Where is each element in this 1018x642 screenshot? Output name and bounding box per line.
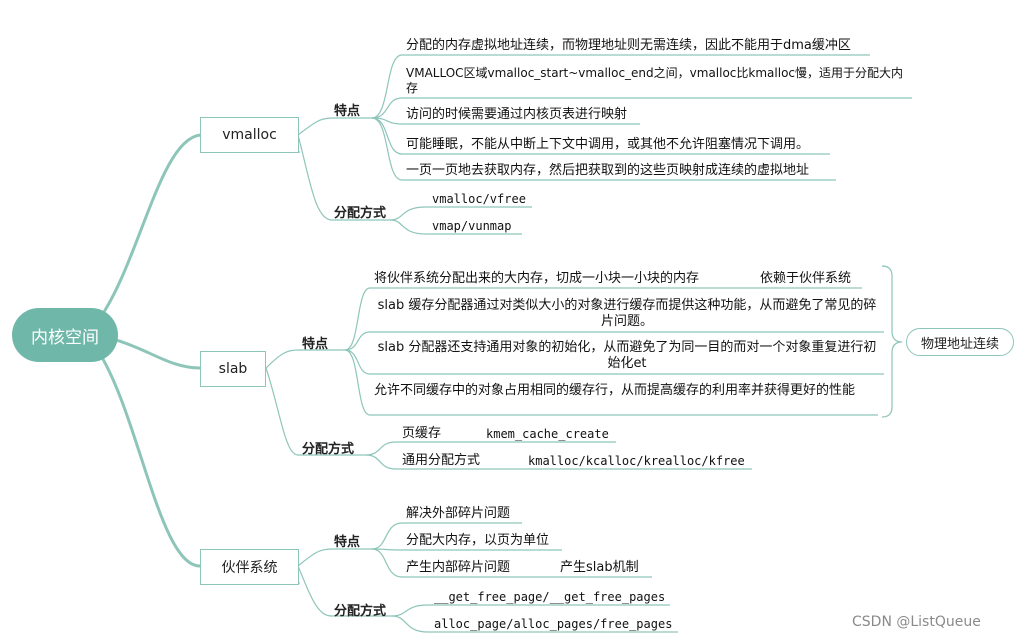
slab-features-label[interactable]: 特点	[302, 337, 329, 352]
vmalloc-feature-1: 分配的内存虚拟地址连续，而物理地址则无需连续，因此不能用于dma缓冲区	[406, 38, 851, 53]
slab-feature-4: 允许不同缓存中的对象占用相同的缓存行，从而提高缓存的利用率并获得更好的性能	[374, 383, 856, 398]
connector-vmalloc-features	[297, 117, 333, 136]
buddy-alloc-1: __get_free_page/__get_free_pages	[434, 590, 666, 604]
buddy-feature-1: 解决外部碎片问题	[406, 506, 511, 521]
slab-feature-1-note: 依赖于伙伴系统	[760, 271, 852, 286]
connector-root-vmalloc	[98, 133, 201, 319]
buddy-feature-2: 分配大内存，以页为单位	[406, 533, 550, 548]
connector-buddy-alloc	[297, 565, 333, 617]
watermark: CSDN @ListQueue	[852, 614, 981, 630]
connector-buddy-features	[297, 548, 333, 567]
slab-feature-3: slab 分配器还支持通用对象的初始化，从而避免了为同一目的而对一个对象重复进行…	[377, 340, 877, 371]
buddy-alloc-label[interactable]: 分配方式	[334, 604, 387, 619]
connector-slab-alloc	[265, 367, 299, 456]
connector-slab-features	[265, 349, 299, 369]
vmalloc-features-label[interactable]: 特点	[334, 104, 361, 119]
vmalloc-feature-4: 可能睡眠，不能从中断上下文中调用，或其他不允许阻塞情况下调用。	[406, 137, 810, 152]
vmalloc-alloc-label[interactable]: 分配方式	[334, 206, 387, 221]
slab-alloc-1-api: kmem_cache_create	[486, 427, 609, 441]
slab-alloc-2-label: 通用分配方式	[402, 453, 481, 468]
vmalloc-feature-3: 访问的时候需要通过内核页表进行映射	[406, 107, 628, 122]
branch-vmalloc[interactable]: vmalloc	[200, 117, 299, 153]
root-node[interactable]: 内核空间	[12, 308, 118, 362]
buddy-features-label[interactable]: 特点	[334, 535, 361, 550]
connector-vmalloc-alloc	[297, 134, 333, 221]
connector-root-slab	[115, 338, 201, 370]
slab-alloc-2-api: kmalloc/kcalloc/krealloc/kfree	[528, 454, 745, 468]
vmalloc-feature-5: 一页一页地去获取内存，然后把获取到的这些页映射成连续的虚拟地址	[406, 163, 810, 178]
buddy-feature-3-note: 产生slab机制	[560, 560, 639, 575]
buddy-alloc-2: alloc_page/alloc_pages/free_pages	[434, 617, 673, 631]
slab-alloc-1-label: 页缓存	[402, 426, 442, 441]
summary-bracket	[881, 265, 903, 418]
slab-feature-1: 将伙伴系统分配出来的大内存，切成一小块一小块的内存	[374, 271, 700, 286]
branch-buddy-system[interactable]: 伙伴系统	[200, 549, 299, 585]
vmalloc-feature-2: VMALLOC区域vmalloc_start~vmalloc_end之间，vma…	[406, 66, 904, 95]
vmalloc-alloc-2: vmap/vunmap	[432, 219, 512, 233]
vmalloc-alloc-1: vmalloc/vfree	[432, 192, 526, 206]
summary-physical-contiguous[interactable]: 物理地址连续	[906, 328, 1014, 356]
slab-alloc-label[interactable]: 分配方式	[302, 442, 355, 457]
buddy-feature-3: 产生内部碎片问题	[406, 560, 511, 575]
branch-slab[interactable]: slab	[200, 351, 266, 387]
slab-feature-2: slab 缓存分配器通过对类似大小的对象进行缓存而提供这种功能，从而避免了常见的…	[377, 298, 877, 329]
connector-root-buddy	[98, 353, 201, 568]
